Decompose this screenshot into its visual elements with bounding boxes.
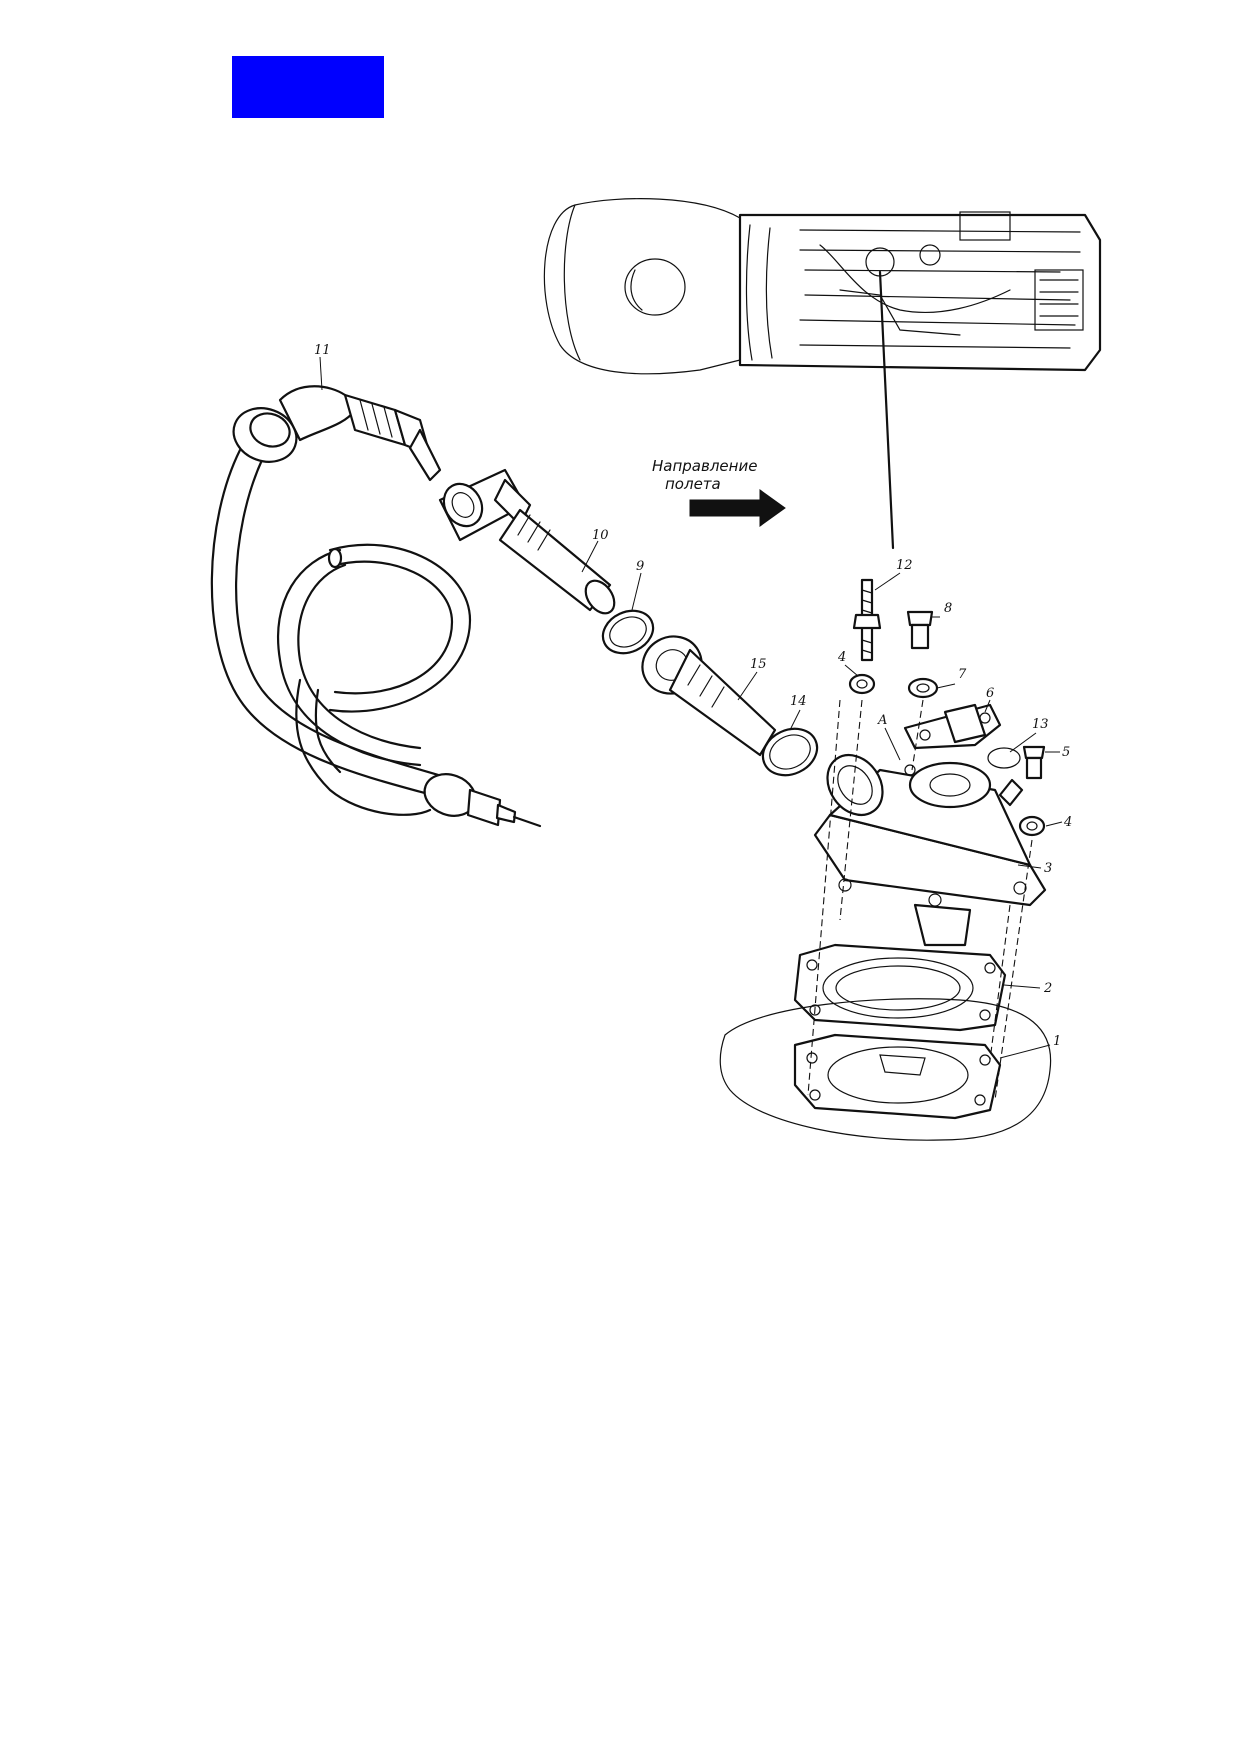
callout-15: 15 <box>750 657 767 672</box>
cable-harness-part-11 <box>210 385 542 828</box>
callout-4-upper: 4 <box>837 650 846 665</box>
callout-6: 6 <box>986 686 994 701</box>
callout-4-lower: 4 <box>1063 815 1072 830</box>
direction-label-line1: Направление <box>652 457 757 475</box>
callout-3: 3 <box>1044 861 1052 876</box>
callout-13: 13 <box>1032 717 1049 732</box>
callout-8: 8 <box>944 601 952 616</box>
housing-part-3 <box>813 754 1047 947</box>
engine-overview-illustration <box>543 198 1102 550</box>
gasket-part-2 <box>793 943 1007 1032</box>
sealing-ring-part-14 <box>761 727 819 777</box>
washer-part-4-upper <box>848 673 876 695</box>
callout-leaders <box>319 356 1063 1059</box>
washer-part-4-lower <box>1018 815 1046 837</box>
washer-part-7 <box>907 677 939 699</box>
callout-2: 2 <box>1043 981 1052 996</box>
washer-part-13 <box>987 747 1021 769</box>
callout-7: 7 <box>958 667 967 682</box>
fitting-part-15 <box>641 635 777 757</box>
callout-10: 10 <box>592 528 609 543</box>
callout-12: 12 <box>896 558 913 573</box>
callout-9: 9 <box>636 559 644 574</box>
direction-label-line2: полета <box>665 475 721 493</box>
callout-14: 14 <box>790 694 807 709</box>
callout-1: 1 <box>1053 1034 1061 1049</box>
fitting-part-10 <box>438 468 616 615</box>
callout-5: 5 <box>1062 745 1070 760</box>
flight-direction-indicator: Направление полета <box>652 457 786 527</box>
direction-arrow <box>689 489 786 527</box>
stud-part-12 <box>852 578 882 662</box>
bolt-part-8 <box>906 610 934 650</box>
callout-A: A <box>877 713 887 728</box>
callout-11: 11 <box>314 343 331 358</box>
blue-header-block <box>232 56 384 118</box>
assembly-axis-lines <box>807 699 1033 1101</box>
sealing-ring-part-9 <box>601 609 655 655</box>
bracket-part-6 <box>903 703 1002 750</box>
base-flange-part-1 <box>719 998 1052 1141</box>
bolt-part-5 <box>1022 745 1046 780</box>
callout-labels: 11 10 9 15 14 12 8 7 4 6 13 5 4 3 2 1 A <box>314 343 1072 1049</box>
